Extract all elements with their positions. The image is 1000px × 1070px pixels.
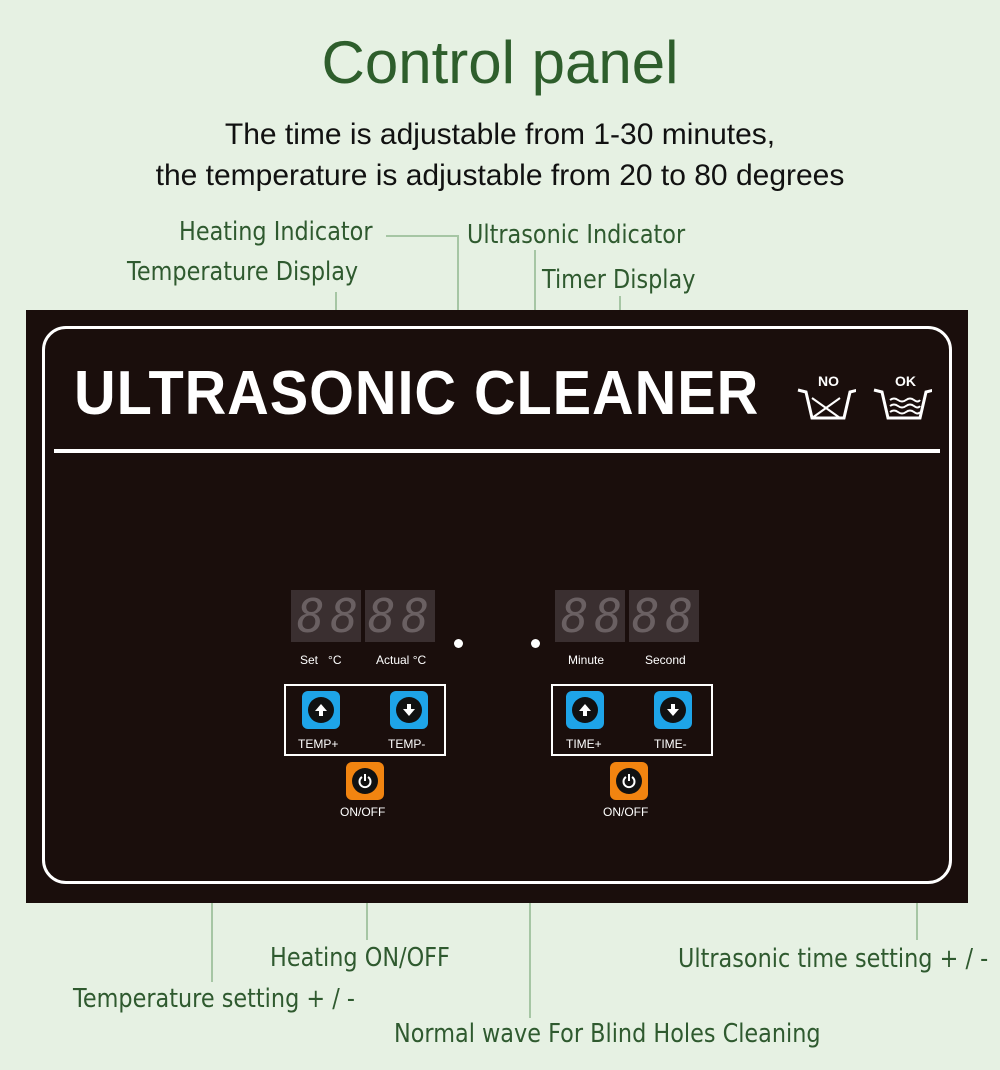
temp-actual-digit-1: 8 bbox=[367, 589, 396, 643]
temp-minus-button[interactable] bbox=[390, 691, 428, 729]
temp-minus-label: TEMP- bbox=[388, 737, 426, 751]
label-actual-unit: °C bbox=[412, 653, 427, 667]
temp-plus-label: TEMP+ bbox=[298, 737, 339, 751]
time-plus-label: TIME+ bbox=[566, 737, 602, 751]
subtitle-line-2: the temperature is adjustable from 20 to… bbox=[155, 159, 845, 192]
ultrasonic-indicator-led bbox=[531, 639, 540, 648]
callout-heating-indicator: Heating Indicator bbox=[179, 217, 373, 247]
label-minute: Minute bbox=[568, 653, 605, 667]
no-wash-icon bbox=[797, 388, 856, 420]
time-button-group bbox=[551, 684, 713, 756]
ok-wash-label: OK bbox=[895, 373, 916, 389]
callout-ultrasonic-indicator: Ultrasonic Indicator bbox=[467, 220, 686, 250]
ok-wash-icon bbox=[873, 388, 932, 420]
brand-title: ULTRASONIC CLEANER bbox=[74, 359, 760, 428]
temperature-display: 8 8 8 8 bbox=[291, 590, 435, 642]
temp-plus-button[interactable] bbox=[302, 691, 340, 729]
temp-set-digit-2: 8 bbox=[330, 589, 359, 643]
panel-frame bbox=[42, 326, 952, 884]
heating-onoff-button[interactable] bbox=[346, 762, 384, 800]
callout-ultrasonic-time-setting: Ultrasonic time setting + / - bbox=[678, 944, 989, 974]
arrow-down-icon bbox=[667, 704, 679, 716]
temperature-button-group bbox=[284, 684, 446, 756]
time-minus-button[interactable] bbox=[654, 691, 692, 729]
no-wash-label: NO bbox=[818, 373, 839, 389]
heating-onoff-label: ON/OFF bbox=[340, 805, 386, 819]
ultrasonic-onoff-label: ON/OFF bbox=[603, 805, 649, 819]
arrow-up-icon bbox=[579, 704, 591, 716]
heating-indicator-led bbox=[454, 639, 463, 648]
minute-digit-2: 8 bbox=[594, 589, 623, 643]
callout-heating-onoff: Heating ON/OFF bbox=[270, 943, 450, 973]
display-separator bbox=[625, 590, 629, 642]
display-separator bbox=[361, 590, 365, 642]
time-minus-label: TIME- bbox=[654, 737, 687, 751]
label-second: Second bbox=[645, 653, 686, 667]
page-title: Control panel bbox=[321, 29, 679, 96]
control-panel: ULTRASONIC CLEANER NO OK 8 8 8 8 Set °C … bbox=[26, 310, 968, 903]
label-actual-text: Actual bbox=[376, 653, 410, 667]
temp-actual-digit-2: 8 bbox=[401, 589, 430, 643]
callout-temperature-setting: Temperature setting + / - bbox=[73, 984, 355, 1014]
label-set-text: Set bbox=[300, 653, 319, 667]
arrow-down-icon bbox=[403, 704, 415, 716]
power-icon bbox=[358, 774, 372, 789]
arrow-up-icon bbox=[315, 704, 327, 716]
panel-divider bbox=[54, 449, 940, 453]
callout-normal-wave: Normal wave For Blind Holes Cleaning bbox=[394, 1019, 821, 1049]
timer-display: 8 8 8 8 bbox=[555, 590, 699, 642]
second-digit-1: 8 bbox=[631, 589, 660, 643]
minute-digit-1: 8 bbox=[560, 589, 589, 643]
callout-temperature-display: Temperature Display bbox=[127, 257, 359, 287]
ultrasonic-onoff-button[interactable] bbox=[610, 762, 648, 800]
label-set-unit: °C bbox=[328, 653, 342, 667]
label-actual: Actual °C bbox=[376, 653, 426, 667]
subtitle-line-1: The time is adjustable from 1-30 minutes… bbox=[224, 118, 776, 151]
callout-timer-display: Timer Display bbox=[542, 265, 696, 295]
time-plus-button[interactable] bbox=[566, 691, 604, 729]
label-set: Set °C bbox=[300, 653, 342, 667]
second-digit-2: 8 bbox=[665, 589, 694, 643]
temp-set-digit-1: 8 bbox=[296, 589, 325, 643]
power-icon bbox=[622, 774, 636, 789]
